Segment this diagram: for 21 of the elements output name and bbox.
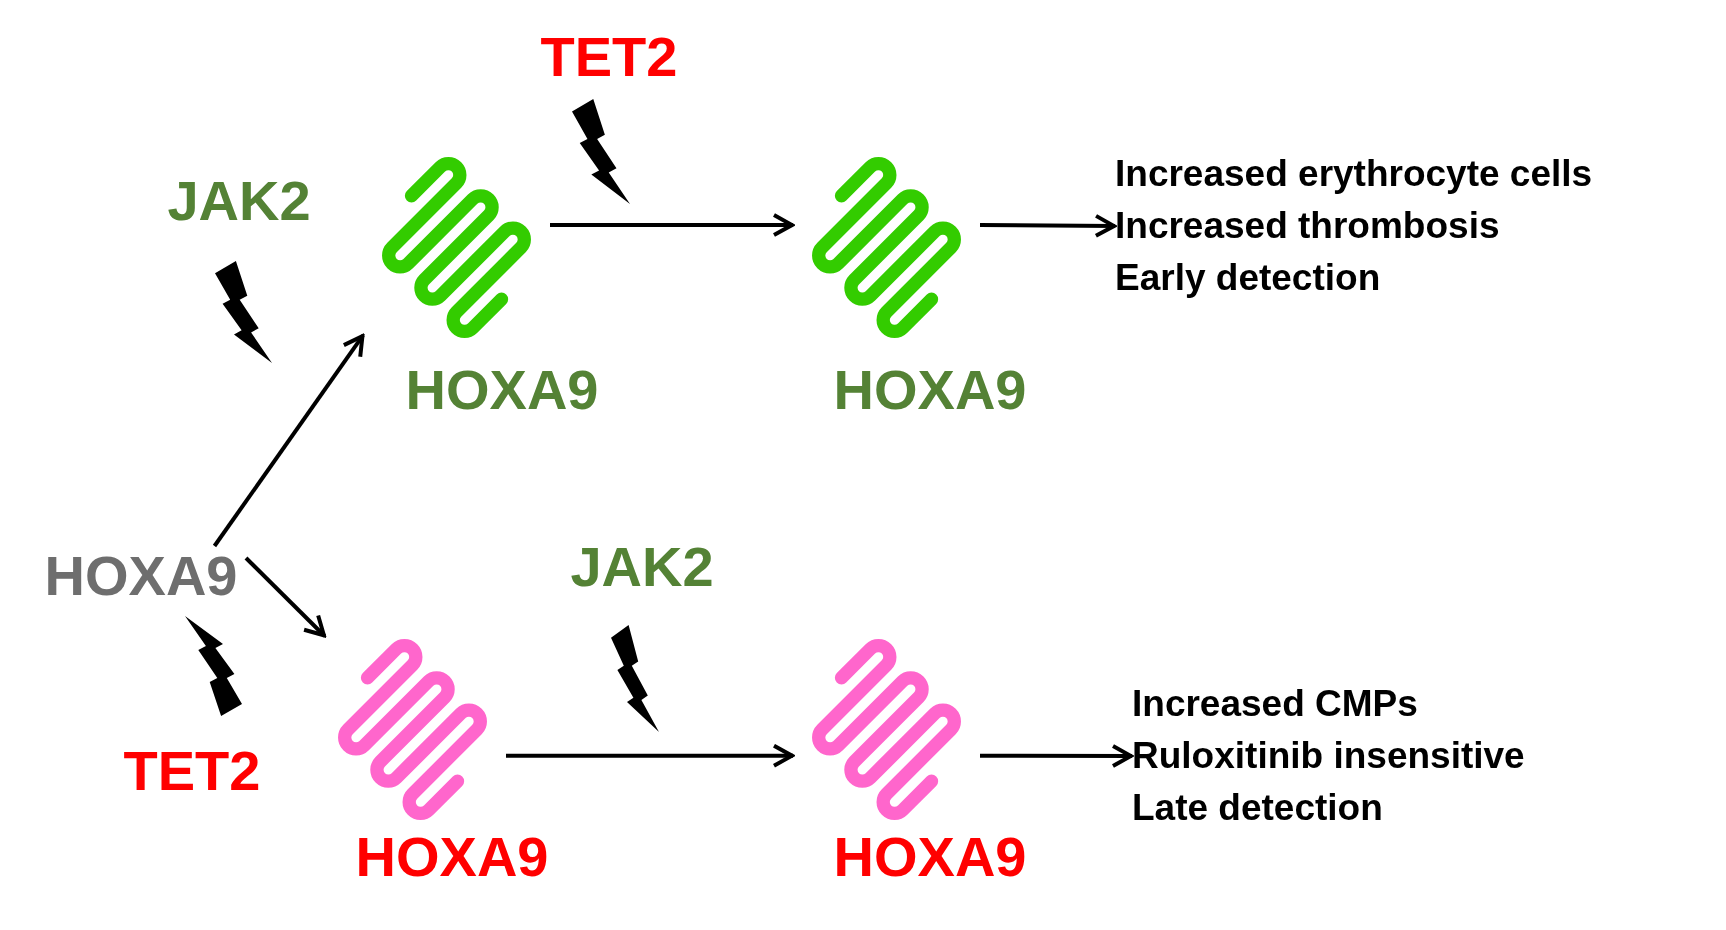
gene-label: TET2 <box>123 743 261 799</box>
arrow <box>212 334 365 548</box>
arrow <box>506 743 794 768</box>
arrow <box>980 213 1116 238</box>
outcome-text: Early detection <box>1115 256 1381 300</box>
outcome-text: Increased thrombosis <box>1115 204 1500 248</box>
arrow <box>980 743 1133 768</box>
gene-label: HOXA9 <box>833 829 1027 885</box>
arrow <box>244 556 327 638</box>
arrow <box>550 213 794 238</box>
gene-label: HOXA9 <box>36 546 246 606</box>
gene-label: HOXA9 <box>833 362 1027 418</box>
gene-label: HOXA9 <box>405 362 599 418</box>
gene-label: JAK2 <box>167 173 311 229</box>
gene-label: HOXA9 <box>355 829 549 885</box>
gene-label: TET2 <box>540 29 678 85</box>
outcome-text: Increased erythrocyte cells <box>1115 152 1593 196</box>
outcome-text: Ruloxitinib insensitive <box>1132 734 1525 778</box>
gene-label: JAK2 <box>570 539 714 595</box>
outcome-text: Increased CMPs <box>1132 682 1418 726</box>
outcome-text: Late detection <box>1132 786 1383 830</box>
